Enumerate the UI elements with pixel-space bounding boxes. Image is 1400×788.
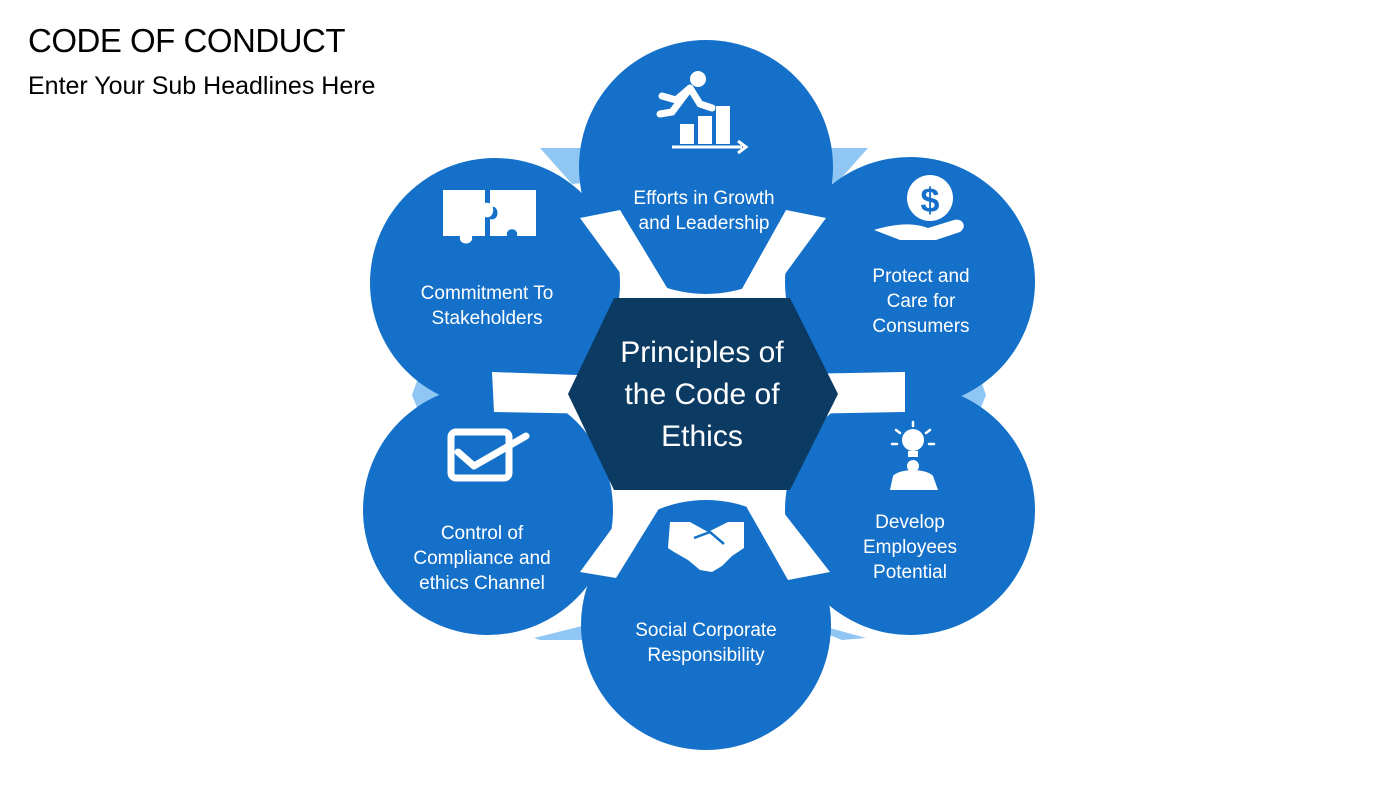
puzzle-icon: [443, 190, 536, 244]
petal-label-efforts-growth: Efforts in Growth and Leadership: [633, 188, 775, 234]
page-title: CODE OF CONDUCT: [28, 22, 346, 59]
growth-stairs-icon: [656, 71, 749, 155]
petal-label-commitment-stakeholders: Commitment To Stakeholders: [420, 283, 554, 329]
petal-label-control-compliance: Control of Compliance and ethics Channel: [413, 523, 551, 594]
separator-top-right: [738, 210, 826, 300]
petal-separators: [492, 210, 905, 580]
idea-person-icon: [890, 420, 938, 490]
connector-bottom-left: [534, 624, 590, 640]
svg-text:$: $: [921, 182, 940, 220]
separator-bottom-right: [738, 490, 830, 580]
petal-label-develop-employees: Develop Employees Potential: [863, 512, 957, 583]
handshake-icon: [668, 522, 744, 572]
petals: [363, 40, 1035, 750]
petal-control-compliance: [363, 385, 613, 635]
separator-top-left: [580, 210, 672, 300]
separator-bottom-left: [580, 490, 668, 578]
petal-commitment-stakeholders: [370, 158, 620, 408]
checkbox-icon: [447, 428, 530, 482]
money-hand-icon: $: [874, 175, 964, 240]
petal-protect-consumers: [785, 157, 1035, 407]
page-subtitle: Enter Your Sub Headlines Here: [28, 72, 376, 100]
petal-efforts-growth: [579, 40, 833, 294]
petal-develop-employees: [785, 385, 1035, 635]
petal-social-responsibility: [581, 500, 831, 750]
petal-label-social-responsibility: Social Corporate Responsibility: [635, 620, 777, 666]
center-hexagon: [568, 298, 838, 490]
center-label: Principles of the Code of Ethics: [620, 336, 784, 453]
petal-label-protect-consumers: Protect and Care for Consumers: [872, 266, 970, 337]
